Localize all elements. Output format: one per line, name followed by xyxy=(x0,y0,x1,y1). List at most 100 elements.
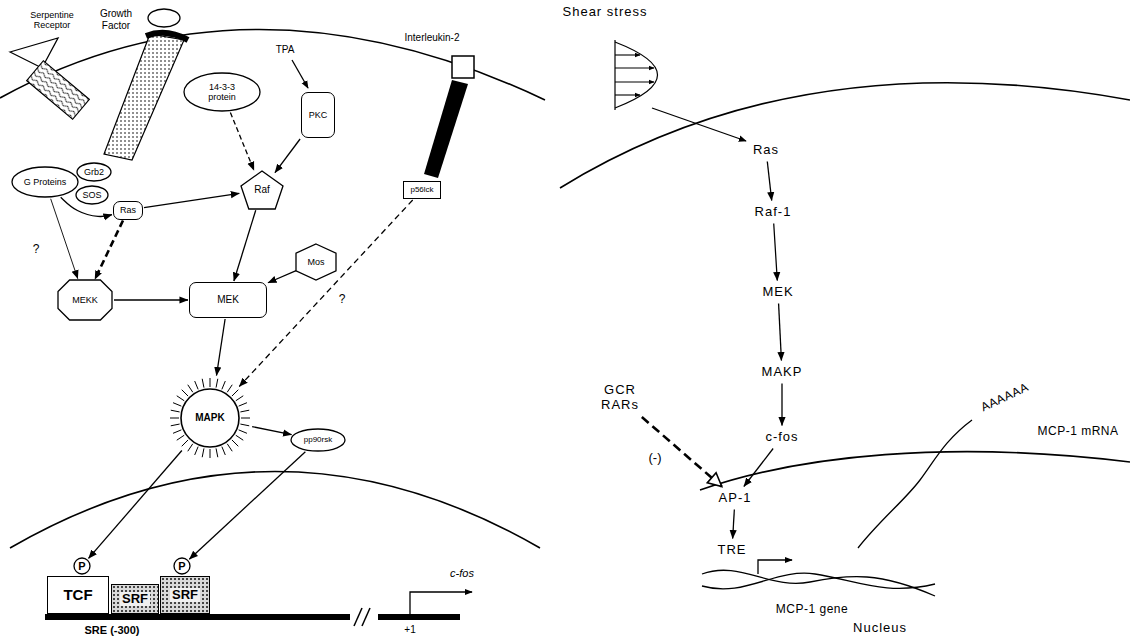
signal-arrow xyxy=(189,452,305,560)
kinase-octagon: MEKK xyxy=(57,279,113,321)
signal-arrow xyxy=(275,139,300,173)
transcription-start-arrow xyxy=(758,560,792,574)
kinase-pentagon: Raf xyxy=(240,170,284,210)
signal-arrow xyxy=(51,199,78,279)
kinase-box: p56lck xyxy=(403,181,441,199)
spike xyxy=(210,449,211,458)
node-text: AP-1 xyxy=(719,491,752,506)
spike xyxy=(239,430,247,433)
node-text: MAKP xyxy=(762,365,803,380)
signal-arrow xyxy=(89,451,182,559)
node-text: MEKK xyxy=(72,295,98,305)
node-shape xyxy=(181,389,239,447)
response-element: TRE xyxy=(715,541,750,560)
spike xyxy=(182,440,188,446)
pathway-step: Raf-1 xyxy=(752,203,795,222)
flow-arrow xyxy=(615,81,654,82)
spike xyxy=(173,430,181,433)
element-label: SRE (-300) xyxy=(84,624,139,637)
interleukin-ligand xyxy=(452,56,474,78)
spike xyxy=(171,424,180,426)
node-shape xyxy=(291,429,345,451)
spike xyxy=(195,447,198,455)
interleukin-receptor xyxy=(424,80,468,178)
spike xyxy=(222,447,225,455)
node-text: G Proteins xyxy=(24,177,67,187)
ligand-label: Interleukin-2 xyxy=(404,32,459,44)
growth-factor-receptor xyxy=(104,34,184,160)
node-shape xyxy=(77,163,111,181)
node-text: TRE xyxy=(718,543,747,558)
receptor-cap xyxy=(146,33,188,40)
dna-strand xyxy=(702,573,935,589)
node-text: SOS xyxy=(82,190,101,200)
node-text: PKC xyxy=(309,110,328,120)
pathway-step: AP-1 xyxy=(716,489,755,508)
spike xyxy=(232,440,238,446)
polya-tail: AAAAAA xyxy=(979,381,1031,415)
adaptor-protein: Grb2 xyxy=(76,162,112,182)
signal-arrow xyxy=(744,449,773,487)
pathway-step: MEK xyxy=(759,283,797,302)
node-text: Grb2 xyxy=(84,167,104,177)
ligand-label: Growth Factor xyxy=(93,8,139,31)
signal-arrow xyxy=(252,427,291,435)
shear-arrow xyxy=(652,108,746,141)
node-text: P xyxy=(178,560,185,573)
exchange-factor: SOS xyxy=(75,185,109,205)
g-protein-ellipse: G Proteins xyxy=(11,166,79,198)
signal-arrow xyxy=(767,162,771,201)
spike xyxy=(188,444,193,451)
spike xyxy=(210,378,211,387)
spike xyxy=(227,385,232,392)
node-text: SRF xyxy=(120,592,150,607)
signal-arrow xyxy=(216,319,225,375)
receptor-body xyxy=(27,61,90,119)
spike xyxy=(171,410,180,412)
signal-arrow xyxy=(234,210,256,281)
pathway-step: MAKP xyxy=(759,363,806,382)
tpa-arrow xyxy=(292,60,308,88)
edge-label: (-) xyxy=(648,451,663,466)
break-mark xyxy=(362,608,370,626)
node-text: SRF xyxy=(170,588,200,603)
position-label: +1 xyxy=(404,624,415,636)
kinase-star: MAPK xyxy=(168,376,252,460)
dna-strand xyxy=(702,570,935,596)
transcription-start-arrow xyxy=(410,592,472,614)
spike xyxy=(216,448,218,457)
factor-box: SRF xyxy=(160,576,210,614)
flow-arrow xyxy=(615,67,654,68)
node-text: p56lck xyxy=(410,185,433,194)
kinase-box: MEK xyxy=(189,282,267,318)
spike xyxy=(170,418,179,419)
agent-label: TPA xyxy=(276,44,295,56)
factor-box: SRF xyxy=(111,584,159,614)
signal-arrow xyxy=(774,224,778,281)
node-text: RARs xyxy=(601,398,639,413)
node-text: Raf xyxy=(254,184,270,196)
gtpase-box: Ras xyxy=(113,201,143,220)
receptor-group: GCRRARs xyxy=(598,381,642,415)
flow-wall xyxy=(614,40,615,110)
signal-arrow xyxy=(733,510,735,539)
node-shape xyxy=(184,73,260,111)
nuclear-membrane xyxy=(700,452,1130,490)
dna-bar xyxy=(378,614,460,620)
signal-arrow xyxy=(642,417,722,487)
kinase-box: PKC xyxy=(301,92,335,138)
node-text: Raf-1 xyxy=(755,205,792,220)
connector-group xyxy=(51,113,782,560)
node-shape xyxy=(241,171,283,209)
node-text: Ras xyxy=(753,143,779,158)
spike xyxy=(241,418,250,419)
nuclear-membrane xyxy=(10,472,540,549)
signal-arrow xyxy=(781,384,782,426)
flow-arrow xyxy=(615,94,640,95)
node-shape xyxy=(74,558,90,574)
node-shape xyxy=(12,167,78,197)
spike xyxy=(216,379,218,388)
